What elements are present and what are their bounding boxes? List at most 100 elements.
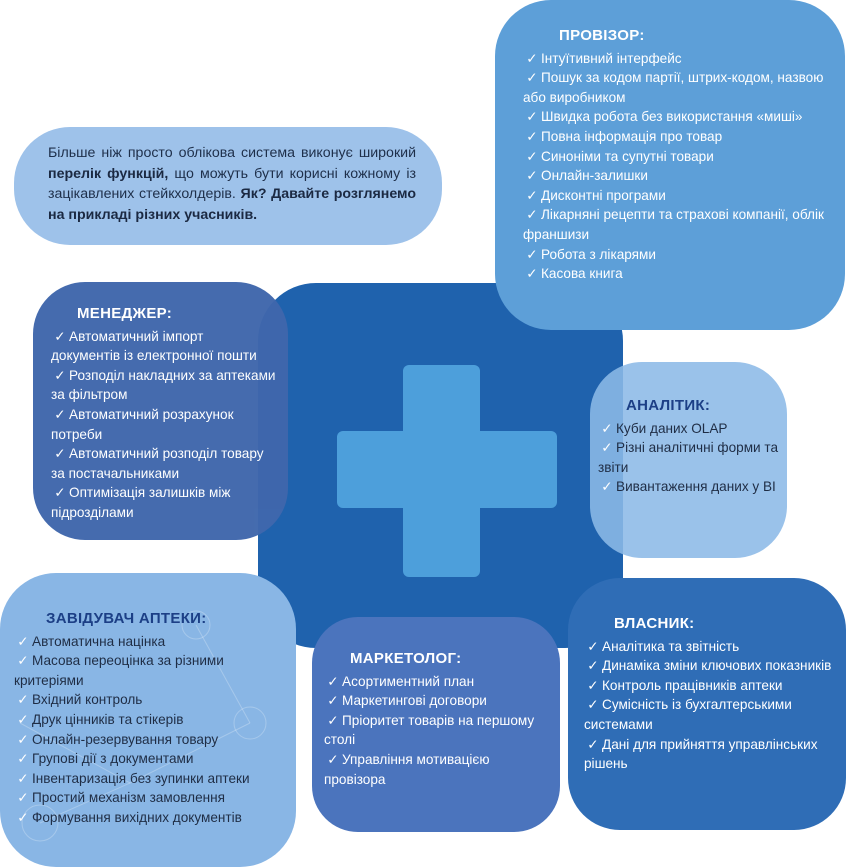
manager-bubble: МЕНЕДЖЕР: ✓ Автоматичний імпорт документі…: [33, 282, 288, 540]
intro-bold-question: Як? Давайте розглянемо на прикладі різни…: [48, 186, 417, 223]
list-item-text: Маркетингові договори: [342, 693, 487, 709]
checkmark-icon: ✓: [601, 420, 613, 436]
list-item-text: Сумісність із бухгалтерськими системами: [584, 697, 792, 732]
list-item: ✓Контроль працівників аптеки: [584, 676, 836, 696]
list-item: ✓Простий механізм замовлення: [14, 788, 286, 808]
list-item: ✓Управління мотивацією провізора: [324, 750, 550, 789]
checkmark-icon: ✓: [587, 638, 599, 654]
checkmark-icon: ✓: [327, 751, 339, 767]
analyst-title: АНАЛІТИК:: [626, 397, 711, 414]
list-item: ✓Вивантаження даних у BI: [598, 477, 779, 497]
manager-title: МЕНЕДЖЕР:: [77, 305, 173, 322]
list-item-text: Друк цінників та стікерів: [32, 711, 184, 727]
marketer-list: ✓Асортиментний план✓Маркетингові договор…: [324, 672, 550, 790]
list-item: ✓Швидка робота без використання «миші»: [523, 107, 825, 127]
list-item-text: Масова переоцінка за різними критеріями: [14, 653, 224, 688]
list-item-text: Онлайн-залишки: [541, 168, 648, 184]
owner-bubble: ВЛАСНИК: ✓Аналітика та звітність✓Динамік…: [568, 578, 846, 830]
checkmark-icon: ✓: [54, 485, 66, 501]
list-item: ✓Повна інформація про товар: [523, 127, 825, 147]
list-item: ✓Групові дії з документами: [14, 749, 286, 769]
list-item: ✓Різні аналітичні форми та звіти: [598, 438, 779, 477]
list-item: ✓Розподіл накладних за аптеками за фільт…: [51, 366, 276, 405]
checkmark-icon: ✓: [17, 711, 29, 727]
head-pharmacy-title: ЗАВІДУВАЧ АПТЕКИ:: [46, 610, 207, 627]
checkmark-icon: ✓: [17, 633, 29, 649]
checkmark-icon: ✓: [54, 367, 66, 383]
checkmark-icon: ✓: [587, 736, 599, 752]
list-item-text: Куби даних OLAP: [616, 420, 728, 436]
list-item: ✓Лікарняні рецепти та страхові компанії,…: [523, 205, 825, 244]
list-item: ✓Автоматична націнка: [14, 632, 286, 652]
list-item: ✓Маркетингові договори: [324, 691, 550, 711]
list-item-text: Касова книга: [541, 266, 623, 282]
list-item-text: Швидка робота без використання «миші»: [541, 109, 803, 125]
list-item: ✓Сумісність із бухгалтерськими системами: [584, 695, 836, 734]
manager-list: ✓ Автоматичний імпорт документів із елект…: [51, 327, 276, 523]
list-item: ✓Автоматичний розподіл товару за постача…: [51, 444, 276, 483]
list-item: ✓Динаміка зміни ключових показників: [584, 656, 836, 676]
analyst-bubble: АНАЛІТИК: ✓Куби даних OLAP✓Різні аналіти…: [590, 362, 787, 558]
marketer-title: МАРКЕТОЛОГ:: [350, 650, 462, 667]
list-item-text: Автоматичний розрахунок потреби: [51, 406, 234, 442]
checkmark-icon: ✓: [526, 128, 538, 144]
list-item: ✓Робота з лікарями: [523, 245, 825, 265]
list-item: ✓Онлайн-резервування товару: [14, 730, 286, 750]
list-item-text: Інвентаризація без зупинки аптеки: [32, 770, 250, 786]
marketer-bubble: МАРКЕТОЛОГ: ✓Асортиментний план✓Маркетин…: [312, 617, 560, 832]
cross-horizontal-bar: [337, 431, 557, 508]
checkmark-icon: ✓: [601, 440, 613, 456]
list-item: ✓Онлайн-залишки: [523, 166, 825, 186]
list-item-text: Розподіл накладних за аптеками за фільтр…: [51, 367, 276, 403]
list-item: ✓Масова переоцінка за різними критеріями: [14, 651, 286, 690]
list-item-text: Синоніми та супутні товари: [541, 148, 714, 164]
list-item: ✓Інтуїтивний інтерфейс: [523, 49, 825, 69]
list-item-text: Автоматичний розподіл товару за постачал…: [51, 446, 264, 481]
list-item-text: Повна інформація про товар: [541, 128, 723, 144]
list-item: ✓Синоніми та супутні товари: [523, 147, 825, 167]
list-item: ✓Дані для прийняття управлінських рішень: [584, 735, 836, 774]
head-pharmacy-bubble: ЗАВІДУВАЧ АПТЕКИ: ✓Автоматична націнка✓М…: [0, 573, 296, 867]
checkmark-icon: ✓: [587, 677, 599, 693]
list-item-text: Простий механізм замовлення: [32, 790, 226, 806]
checkmark-icon: ✓: [17, 653, 29, 669]
list-item-text: Оптимізація залишків між підрозділами: [51, 485, 231, 520]
checkmark-icon: ✓: [601, 479, 613, 495]
checkmark-icon: ✓: [587, 658, 599, 674]
list-item-text: Формування вихідних документів: [32, 809, 242, 825]
list-item-text: Вхідний контроль: [32, 692, 143, 708]
checkmark-icon: ✓: [327, 712, 339, 728]
checkmark-icon: ✓: [526, 148, 538, 164]
list-item-text: Дисконтні програми: [541, 187, 666, 203]
provisor-bubble: ПРОВІЗОР: ✓Інтуїтивний інтерфейс✓Пошук з…: [495, 0, 845, 330]
checkmark-icon: ✓: [17, 731, 29, 747]
list-item: ✓Асортиментний план: [324, 672, 550, 692]
list-item-text: Групові дії з документами: [32, 751, 194, 767]
checkmark-icon: ✓: [17, 692, 29, 708]
checkmark-icon: ✓: [526, 246, 538, 262]
analyst-list: ✓Куби даних OLAP✓Різні аналітичні форми …: [598, 419, 779, 497]
list-item: ✓Дисконтні програми: [523, 186, 825, 206]
list-item-text: Автоматичний імпорт документів із електр…: [51, 328, 257, 364]
intro-bold-functions: перелік функцій,: [48, 165, 169, 182]
list-item: ✓Оптимізація залишків між підрозділами: [51, 483, 276, 522]
list-item-text: Онлайн-резервування товару: [32, 731, 219, 747]
checkmark-icon: ✓: [526, 187, 538, 203]
list-item-text: Вивантаження даних у BI: [616, 479, 776, 495]
list-item: ✓Куби даних OLAP: [598, 419, 779, 439]
intro-text-part2: що можуть бути корисні кожному із заціка…: [48, 165, 416, 203]
checkmark-icon: ✓: [17, 770, 29, 786]
owner-title: ВЛАСНИК:: [614, 615, 695, 632]
provisor-title: ПРОВІЗОР:: [559, 27, 645, 44]
list-item: ✓Автоматичний розрахунок потреби: [51, 405, 276, 444]
list-item-text: Управління мотивацією провізора: [324, 751, 490, 787]
list-item-text: Контроль працівників аптеки: [602, 677, 783, 693]
list-item: ✓Друк цінників та стікерів: [14, 710, 286, 730]
list-item: ✓Автоматичний імпорт документів із елект…: [51, 327, 276, 366]
list-item-text: Пріоритет товарів на першому столі: [324, 712, 535, 748]
checkmark-icon: ✓: [17, 809, 29, 825]
list-item: ✓Пошук за кодом партії, штрих-кодом, наз…: [523, 68, 825, 107]
list-item: ✓Формування вихідних документів: [14, 808, 286, 828]
intro-text-part1: Більше ніж просто облікова система викон…: [48, 145, 416, 161]
owner-list: ✓Аналітика та звітність✓Динаміка зміни к…: [584, 637, 836, 774]
